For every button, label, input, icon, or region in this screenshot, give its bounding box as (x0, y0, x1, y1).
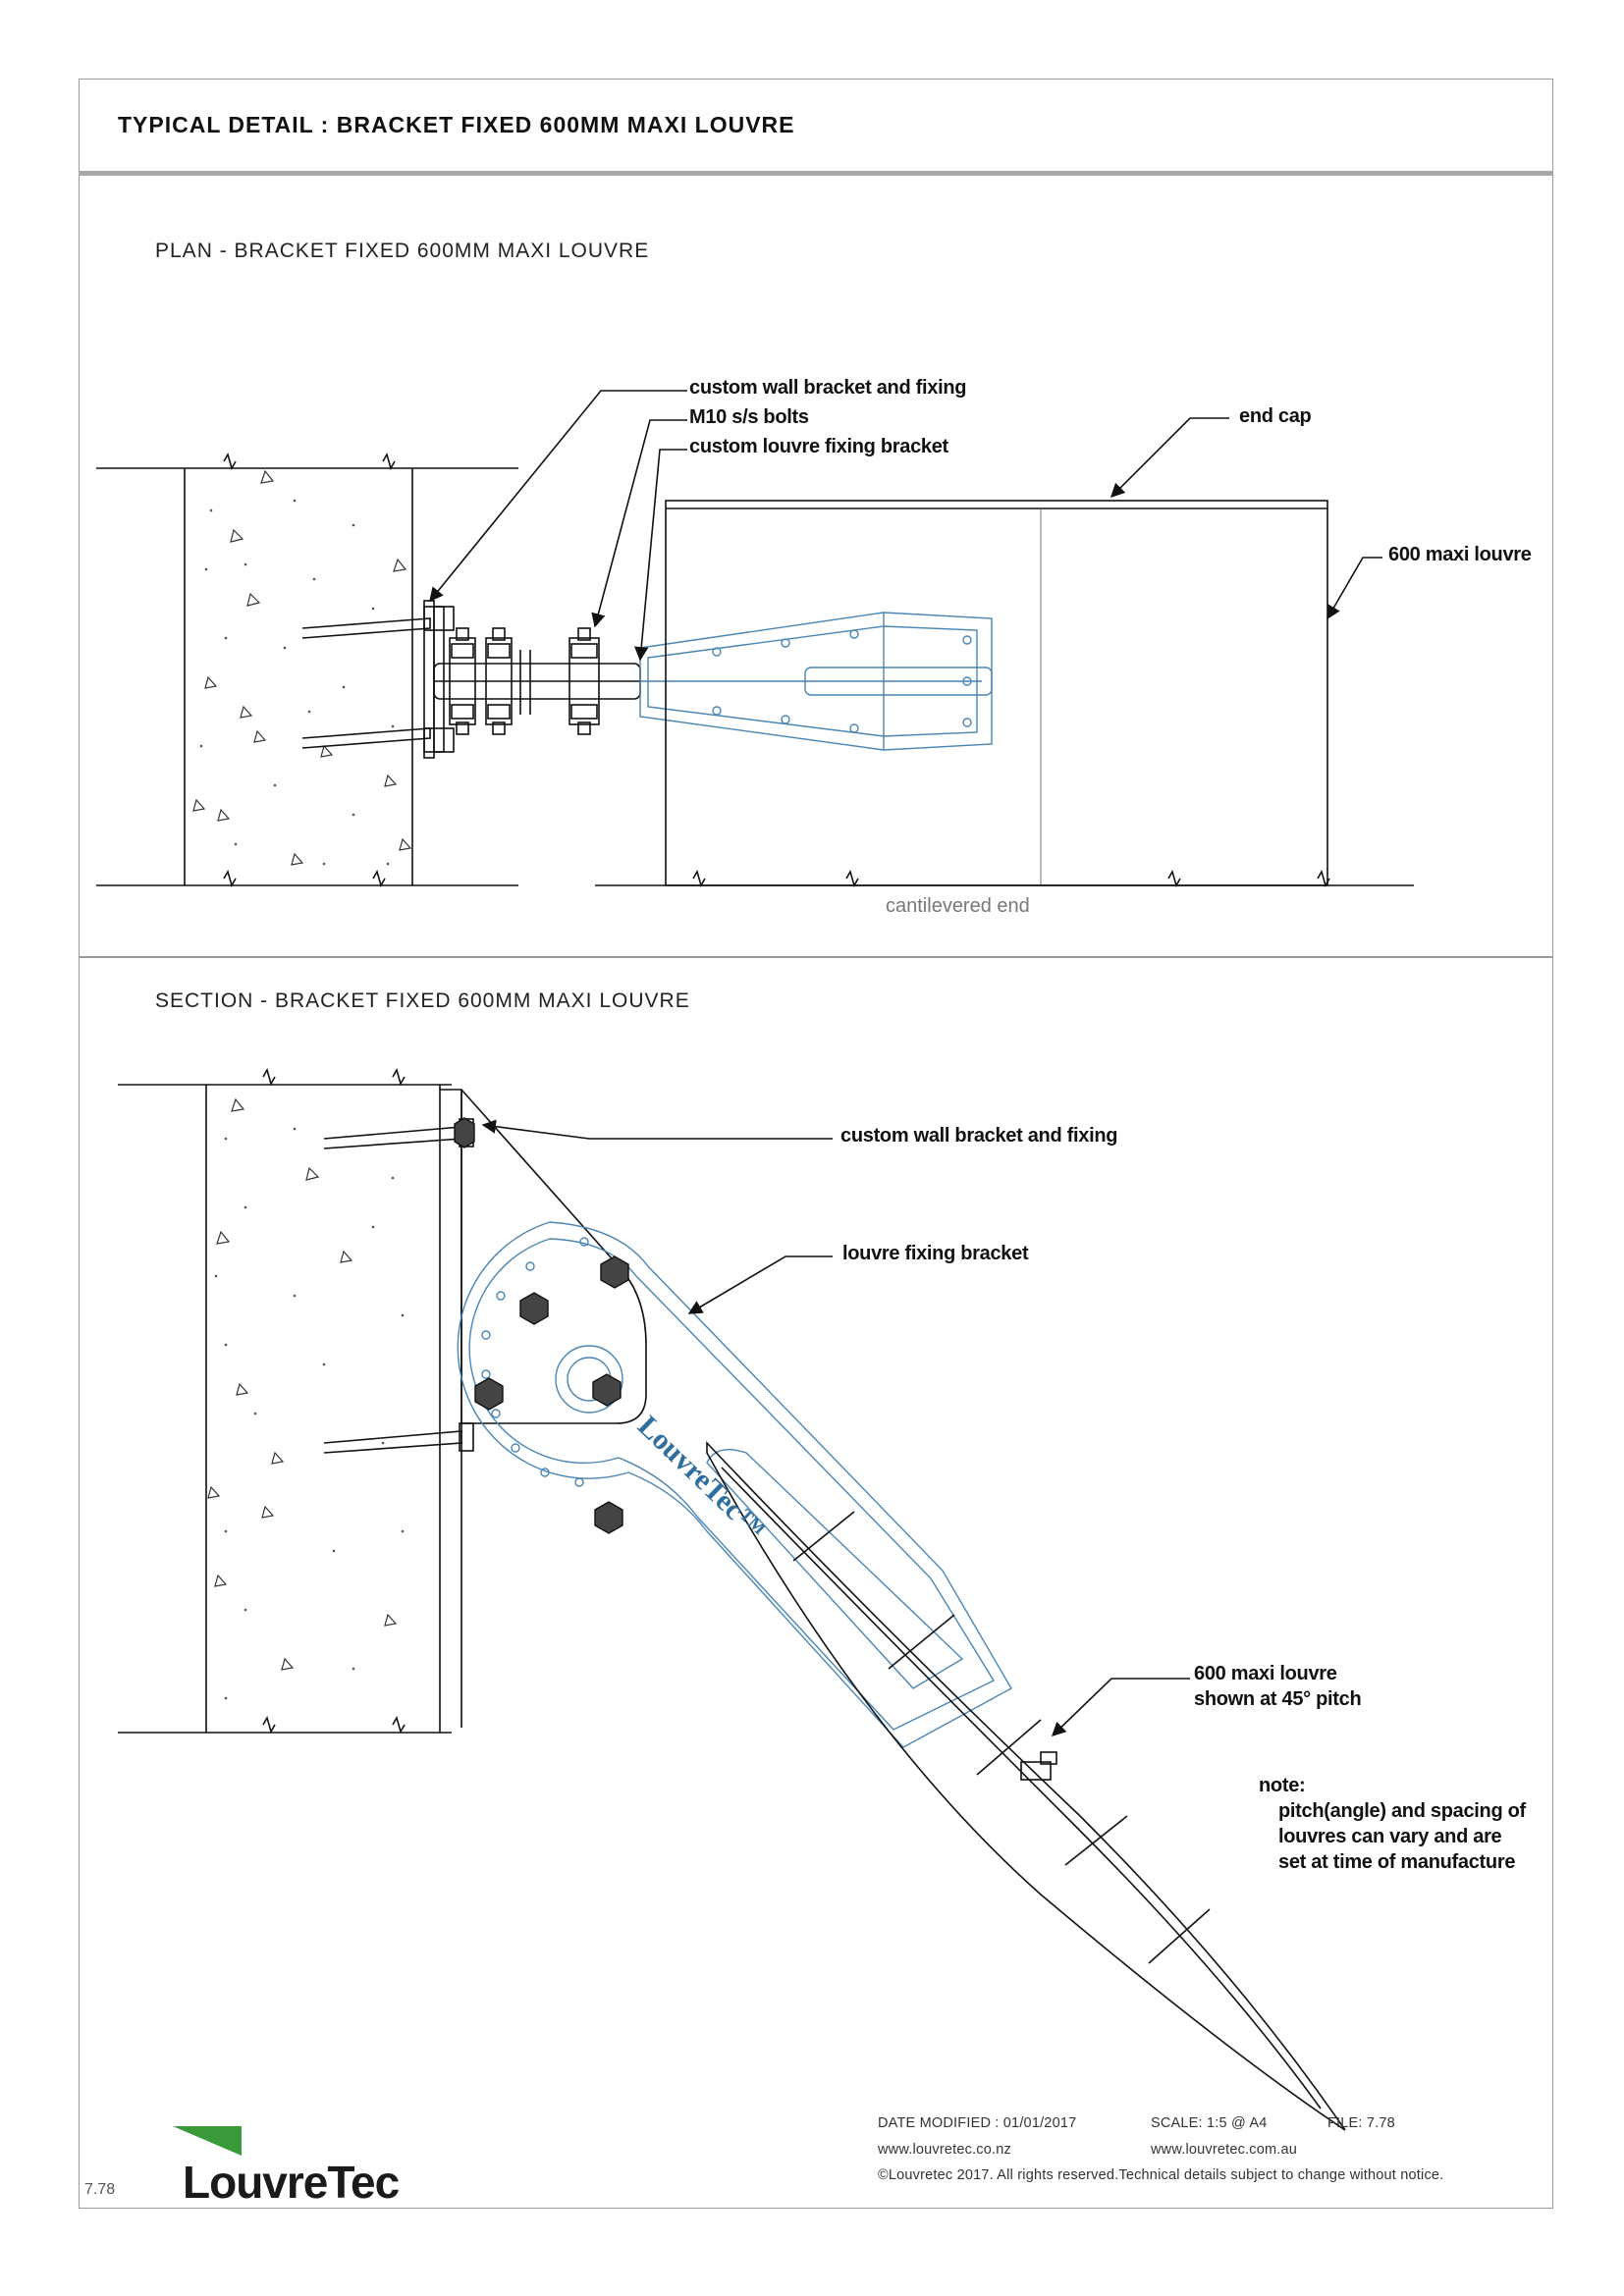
section-concrete-hatch (207, 1097, 398, 1671)
plan-label-wall-bracket: custom wall bracket and fixing (689, 377, 967, 399)
section-leaders (481, 1119, 1190, 1737)
plan-view-title: PLAN - BRACKET FIXED 600MM MAXI LOUVRE (155, 240, 650, 262)
louvretec-logo-mark (173, 2126, 242, 2156)
plan-cantilever-line (595, 869, 1414, 888)
plan-concrete-dots (199, 499, 395, 866)
plan-louvre-body (665, 500, 1328, 886)
plan-label-bolts: M10 s/s bolts (689, 406, 809, 428)
section-wall-bracket (440, 1089, 647, 1728)
plan-leaders (429, 390, 1382, 662)
section-label-wall-bracket: custom wall bracket and fixing (840, 1125, 1118, 1147)
section-anchor-bolts (323, 1118, 474, 1454)
section-note-line3: set at time of manufacture (1278, 1851, 1516, 1873)
section-note-title: note: (1259, 1775, 1306, 1796)
plan-louvre-fixing-bracket (639, 612, 993, 751)
header-rule (79, 171, 1553, 176)
plan-label-maxi-louvre: 600 maxi louvre (1388, 544, 1532, 565)
section-wall (118, 1067, 452, 1735)
section-bolts (454, 1117, 629, 1534)
section-label-maxi-louvre-line2: shown at 45° pitch (1194, 1688, 1362, 1710)
plan-bracket-assembly (433, 627, 641, 735)
plan-label-end-cap: end cap (1239, 405, 1312, 427)
louvretec-logo-text: LouvreTec (183, 2157, 400, 2208)
footer-date-modified: DATE MODIFIED : 01/01/2017 (878, 2115, 1077, 2131)
section-note-line1: pitch(angle) and spacing of (1278, 1800, 1526, 1822)
footer-file: FILE: 7.78 (1327, 2115, 1395, 2131)
section-concrete-dots (214, 1127, 405, 1700)
footer-copyright: ©Louvretec 2017. All rights reserved.Tec… (878, 2167, 1444, 2183)
page-title: TYPICAL DETAIL : BRACKET FIXED 600MM MAX… (118, 112, 795, 137)
plan-concrete-hatch (192, 469, 412, 866)
plan-label-cantilevered-end: cantilevered end (886, 895, 1030, 917)
footer-url-au[interactable]: www.louvretec.com.au (1151, 2142, 1298, 2158)
section-label-louvre-bracket: louvre fixing bracket (842, 1243, 1029, 1264)
plan-label-louvre-bracket: custom louvre fixing bracket (689, 436, 948, 457)
section-note-line2: louvres can vary and are (1278, 1826, 1502, 1847)
section-label-maxi-louvre-line1: 600 maxi louvre (1194, 1663, 1337, 1684)
view-divider (79, 956, 1553, 958)
plan-anchor-bolts (301, 600, 455, 759)
page-number: 7.78 (84, 2181, 116, 2198)
section-view-title: SECTION - BRACKET FIXED 600MM MAXI LOUVR… (155, 989, 690, 1012)
footer-url-nz[interactable]: www.louvretec.co.nz (878, 2142, 1011, 2158)
footer-scale: SCALE: 1:5 @ A4 (1151, 2115, 1268, 2131)
drawing-sheet-border (79, 79, 1553, 2209)
plan-wall (96, 452, 518, 888)
section-louvre-blade (706, 1440, 1346, 2131)
